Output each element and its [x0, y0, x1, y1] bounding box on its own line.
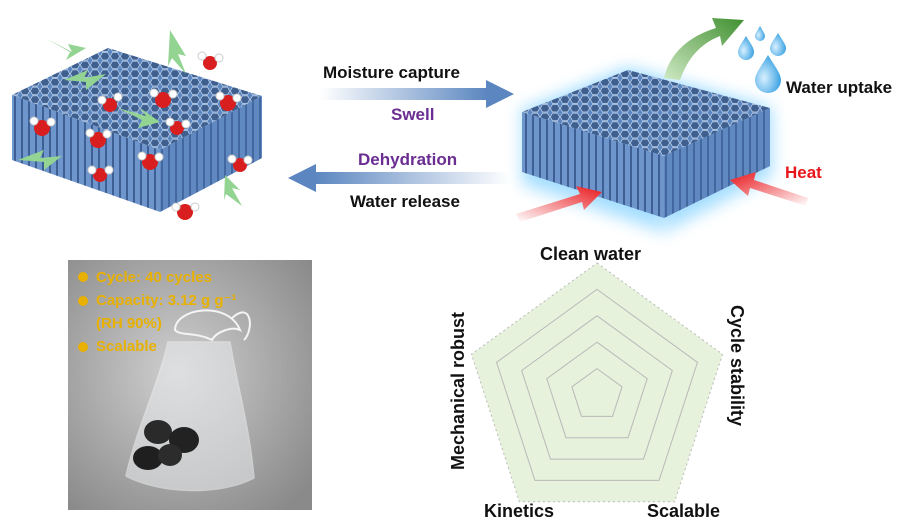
- radar-grid-ring: [470, 262, 724, 503]
- bullet-cycle: Cycle: 40 cycles: [96, 269, 212, 286]
- radar-axis-cycle-stability: Cycle stability: [727, 305, 747, 427]
- water-molecules: [29, 51, 253, 220]
- radar-axis-kinetics: Kinetics: [484, 501, 555, 521]
- swell-label: Swell: [391, 105, 435, 124]
- swell-arrow: [320, 80, 514, 108]
- bullet-dot: [78, 296, 88, 306]
- radar-grid-ring: [571, 367, 623, 417]
- radar-chart: [470, 262, 724, 503]
- heat-label: Heat: [785, 163, 822, 182]
- dehydration-label: Dehydration: [358, 150, 458, 169]
- uptake-arrow: [664, 18, 744, 80]
- honeycomb-right: [518, 68, 772, 232]
- honeycomb-left: [12, 48, 262, 212]
- bullet-rh: (RH 90%): [96, 315, 162, 332]
- bullet-scalable: Scalable: [96, 338, 157, 355]
- radar-grid-ring: [546, 341, 648, 439]
- heat-arrows: [516, 172, 808, 222]
- radar-axis-scalable: Scalable: [647, 501, 721, 521]
- radar-grid-ring: [521, 315, 673, 460]
- moisture-capture-label: Moisture capture: [323, 63, 460, 82]
- moisture-arrows: [18, 30, 242, 206]
- bullet-capacity: Capacity: 3.12 g g⁻¹: [96, 292, 237, 309]
- bag-photo: [68, 260, 312, 510]
- water-release-label: Water release: [350, 192, 460, 211]
- radar-axis-mechanical-robust: Mechanical robust: [448, 311, 468, 470]
- radar-data-area: [471, 263, 723, 502]
- water-drop-icon: [738, 26, 786, 93]
- water-uptake-label: Water uptake: [786, 78, 893, 97]
- bullet-dot: [78, 272, 88, 282]
- radar-axis-clean-water: Clean water: [540, 244, 642, 264]
- release-arrow: [288, 164, 510, 192]
- radar-grid-ring: [495, 288, 699, 481]
- bullet-dot: [78, 342, 88, 352]
